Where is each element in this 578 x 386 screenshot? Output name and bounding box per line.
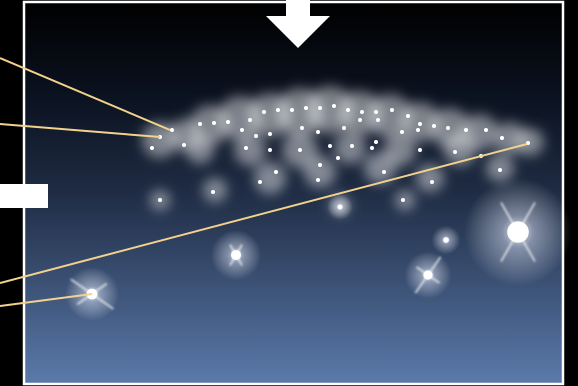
light-point — [400, 130, 404, 134]
light-point — [170, 128, 174, 132]
light-point — [276, 108, 280, 112]
starburst-core — [423, 270, 433, 280]
light-point — [304, 106, 308, 110]
light-point — [336, 156, 340, 160]
light-point — [484, 128, 488, 132]
light-glow — [254, 162, 286, 194]
light-point — [274, 170, 278, 174]
light-point — [290, 108, 294, 112]
light-point — [418, 148, 422, 152]
light-point — [182, 143, 186, 147]
light-point — [300, 126, 304, 130]
leader-line-2 — [0, 123, 161, 138]
light-point — [406, 114, 410, 118]
light-glow — [203, 178, 227, 202]
light-points — [150, 104, 530, 209]
light-point — [198, 122, 202, 126]
light-point — [318, 163, 322, 167]
light-point — [376, 118, 380, 122]
light-point — [382, 170, 386, 174]
light-point — [418, 122, 422, 126]
light-point — [374, 110, 378, 114]
light-point — [158, 198, 162, 202]
light-point — [498, 168, 502, 172]
left-marker-tab — [0, 184, 48, 208]
light-point — [298, 148, 302, 152]
leader-line-3 — [0, 143, 528, 284]
starburst — [460, 178, 576, 286]
light-glow — [334, 132, 366, 164]
starburst-core — [230, 249, 242, 261]
light-point — [370, 146, 374, 150]
light-point — [432, 124, 436, 128]
light-point — [360, 110, 364, 114]
light-glow — [186, 136, 214, 164]
light-point — [211, 190, 215, 194]
starburst-core — [443, 237, 449, 243]
light-glow — [516, 128, 544, 156]
light-glow — [416, 164, 444, 192]
light-point — [390, 108, 394, 112]
light-cluster-band — [142, 86, 544, 215]
light-point — [374, 140, 378, 144]
light-point — [446, 126, 450, 130]
light-point — [244, 146, 248, 150]
starburst — [431, 225, 461, 255]
light-point — [500, 136, 504, 140]
light-point — [464, 128, 468, 132]
light-point — [316, 178, 320, 182]
light-point — [226, 120, 230, 124]
starburst — [404, 251, 452, 299]
starburst — [327, 194, 353, 220]
light-point — [316, 130, 320, 134]
light-point — [358, 118, 362, 122]
leader-line-4 — [0, 293, 93, 307]
light-point — [346, 108, 350, 112]
light-point — [240, 128, 244, 132]
light-point — [430, 180, 434, 184]
light-point — [268, 132, 272, 136]
down-arrow-icon — [266, 0, 330, 48]
light-glow — [364, 152, 396, 184]
light-point — [416, 128, 420, 132]
starburst-core — [507, 221, 529, 243]
light-point — [268, 148, 272, 152]
light-point — [328, 144, 332, 148]
light-point — [254, 134, 258, 138]
light-glow — [444, 134, 476, 166]
light-point — [350, 144, 354, 148]
leader-line-1 — [0, 57, 171, 131]
light-point — [342, 126, 346, 130]
light-point — [332, 104, 336, 108]
starburst-core — [337, 204, 343, 210]
starburst-lights — [65, 178, 576, 321]
leader-lines — [0, 57, 528, 307]
light-point — [150, 146, 154, 150]
light-glow — [304, 156, 336, 188]
light-glow — [234, 134, 266, 166]
light-point — [258, 180, 262, 184]
light-point — [212, 121, 216, 125]
light-point — [248, 118, 252, 122]
starburst — [210, 229, 262, 281]
light-point — [318, 106, 322, 110]
light-point — [262, 110, 266, 114]
photo-area — [24, 2, 563, 384]
light-point — [401, 198, 405, 202]
light-point — [453, 150, 457, 154]
